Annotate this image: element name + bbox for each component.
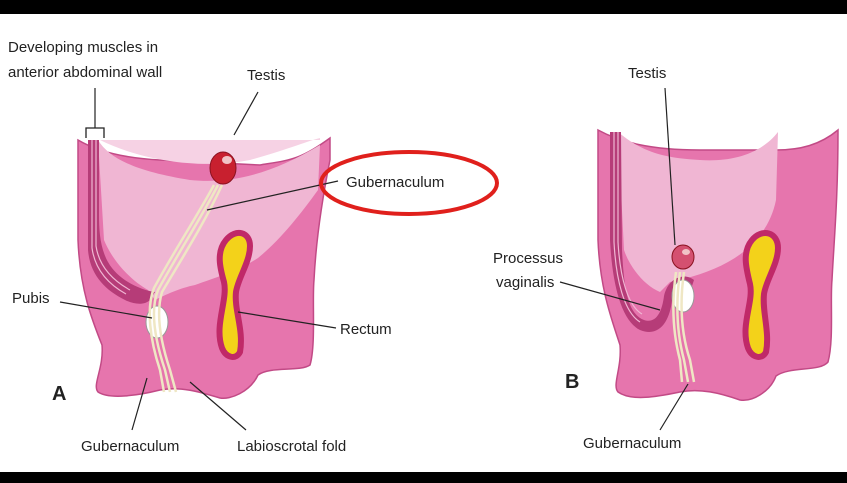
label-muscles-line1: Developing muscles in — [8, 39, 158, 56]
label-muscles-line2: anterior abdominal wall — [8, 64, 162, 81]
label-rectum: Rectum — [340, 321, 392, 338]
label-pubis: Pubis — [12, 290, 50, 307]
label-gubernaculum-b: Gubernaculum — [583, 435, 681, 452]
testis-a — [210, 152, 236, 184]
label-testis-a: Testis — [247, 67, 285, 84]
panel-letter-a: A — [52, 383, 66, 405]
panel-letter-b: B — [565, 371, 579, 393]
label-gubernaculum-a-lower: Gubernaculum — [81, 438, 179, 455]
label-testis-b: Testis — [628, 65, 666, 82]
label-processus-line1: Processus — [493, 250, 563, 267]
label-processus-line2: vaginalis — [496, 274, 554, 291]
label-gubernaculum-highlighted: Gubernaculum — [346, 174, 444, 191]
label-labioscrotal-fold: Labioscrotal fold — [237, 438, 346, 455]
testis-b — [672, 245, 694, 269]
